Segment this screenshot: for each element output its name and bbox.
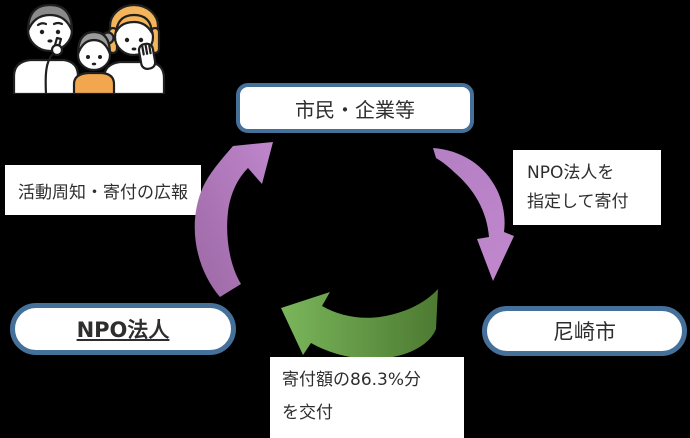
note-designate-line2: 指定して寄付 <box>527 192 629 212</box>
child-figure <box>72 30 116 94</box>
arrow-citizens-to-city <box>433 148 514 281</box>
node-city-label: 尼崎市 <box>553 320 616 344</box>
note-grant-line2: を交付 <box>282 403 333 423</box>
node-npo: NPO法人 <box>10 303 236 355</box>
green-curved-arrow-icon <box>281 289 438 359</box>
note-publicity: 活動周知・寄付の広報 <box>5 165 201 215</box>
note-designate: NPO法人を 指定して寄付 <box>513 150 661 225</box>
node-npo-label: NPO法人 <box>76 318 170 342</box>
arrow-npo-to-citizens <box>194 142 273 297</box>
node-city: 尼崎市 <box>482 306 687 356</box>
woman-figure <box>102 3 166 94</box>
note-grant-line1: 寄付額の86.3%分 <box>282 370 422 390</box>
note-designate-line1: NPO法人を <box>527 163 615 183</box>
node-citizens-label: 市民・企業等 <box>295 97 415 122</box>
family-icon <box>12 3 166 94</box>
node-citizens: 市民・企業等 <box>236 83 474 133</box>
note-publicity-text: 活動周知・寄付の広報 <box>18 182 188 203</box>
note-grant: 寄付額の86.3%分 を交付 <box>270 357 464 438</box>
man-figure <box>12 3 80 94</box>
